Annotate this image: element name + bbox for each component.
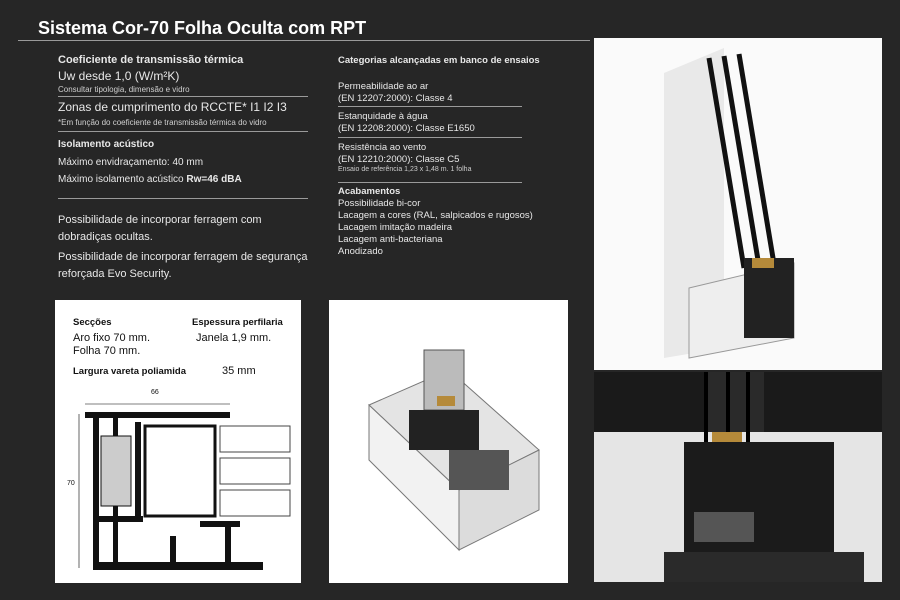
thermal-heading: Coeficiente de transmissão térmica	[58, 54, 244, 66]
frame-width: Aro fixo 70 mm.	[73, 332, 151, 344]
title-divider	[18, 40, 590, 41]
thickness-label: Espessura perfilaria	[192, 317, 283, 328]
wind-resistance: Resistência ao vento(EN 12210:2000): Cla…	[338, 142, 459, 166]
finish-item: Lacagem anti-bacteriana	[338, 234, 443, 245]
air-label: Permeabilidade ao ar	[338, 81, 429, 92]
finish-item: Possibilidade bi-cor	[338, 198, 421, 209]
finish-item: Lacagem imitação madeira	[338, 222, 453, 233]
air-permeability: Permeabilidade ao ar(EN 12207:2000): Cla…	[338, 81, 453, 105]
air-class: (EN 12207:2000): Classe 4	[338, 93, 453, 104]
window-render-photo	[594, 38, 882, 370]
divider	[58, 96, 308, 97]
tests-heading: Categorias alcançadas em banco de ensaio…	[338, 55, 540, 66]
sections-values: Aro fixo 70 mm.Folha 70 mm.	[73, 332, 150, 358]
water-tightness: Estanquidade à água(EN 12208:2000): Clas…	[338, 111, 475, 135]
water-class: (EN 12208:2000): Classe E1650	[338, 123, 475, 134]
divider	[338, 137, 522, 138]
water-label: Estanquidade à água	[338, 111, 428, 122]
max-acoustic: Máximo isolamento acústico Rw=46 dBA	[58, 174, 242, 185]
window-corner-illustration	[664, 48, 795, 359]
finishes-heading: Acabamentos	[338, 186, 401, 197]
sash-width: Folha 70 mm.	[73, 345, 141, 357]
page-title: Sistema Cor-70 Folha Oculta com RPT	[38, 18, 367, 38]
dim-width: 66	[151, 389, 159, 396]
zones-note: *Em função do coeficiente de transmissão…	[58, 118, 267, 127]
profile-3d-render	[329, 300, 568, 583]
acoustic-label: Máximo isolamento acústico	[58, 174, 187, 185]
uw-value: Uw desde 1,0 (W/m²K)	[58, 69, 180, 83]
wind-class: (EN 12210:2000): Classe C5	[338, 154, 460, 165]
rccte-zones: Zonas de cumprimento do RCCTE* I1 I2 I3	[58, 100, 287, 114]
dim-height: 70	[67, 480, 75, 487]
thickness-value: Janela 1,9 mm.	[196, 332, 272, 344]
divider	[338, 182, 522, 183]
window-profile-detail-illustration	[594, 372, 882, 582]
wind-note: Ensaio de referência 1,23 x 1,48 m. 1 fo…	[338, 166, 472, 173]
acoustic-heading: Isolamento acústico	[58, 139, 155, 150]
divider	[58, 198, 308, 199]
finish-item: Anodizado	[338, 246, 383, 257]
uw-note: Consultar tipologia, dimensão e vidro	[58, 85, 190, 94]
polyamide-label: Largura vareta poliamida	[73, 366, 186, 377]
divider	[58, 131, 308, 132]
window-detail-photo	[594, 372, 882, 582]
divider	[338, 106, 522, 107]
polyamide-value: 35 mm	[222, 365, 256, 377]
profile-3d-illustration	[368, 349, 540, 552]
finishes: Acabamentos Possibilidade bi-cor Lacagem…	[338, 186, 533, 258]
profile-cross-section-drawing	[78, 403, 291, 570]
hidden-hinges-text: Possibilidade de incorporar ferragem com…	[58, 214, 262, 243]
wind-label: Resistência ao vento	[338, 142, 427, 153]
security-hardware-text: Possibilidade de incorporar ferragem de …	[58, 251, 308, 280]
sections-label: Secções	[73, 317, 112, 328]
max-glazing: Máximo envidraçamento: 40 mm	[58, 157, 204, 168]
profile-section-panel: Secções Aro fixo 70 mm.Folha 70 mm. Espe…	[55, 300, 301, 583]
finish-item: Lacagem a cores (RAL, salpicados e rugos…	[338, 210, 533, 221]
acoustic-value: Rw=46 dBA	[186, 174, 242, 185]
